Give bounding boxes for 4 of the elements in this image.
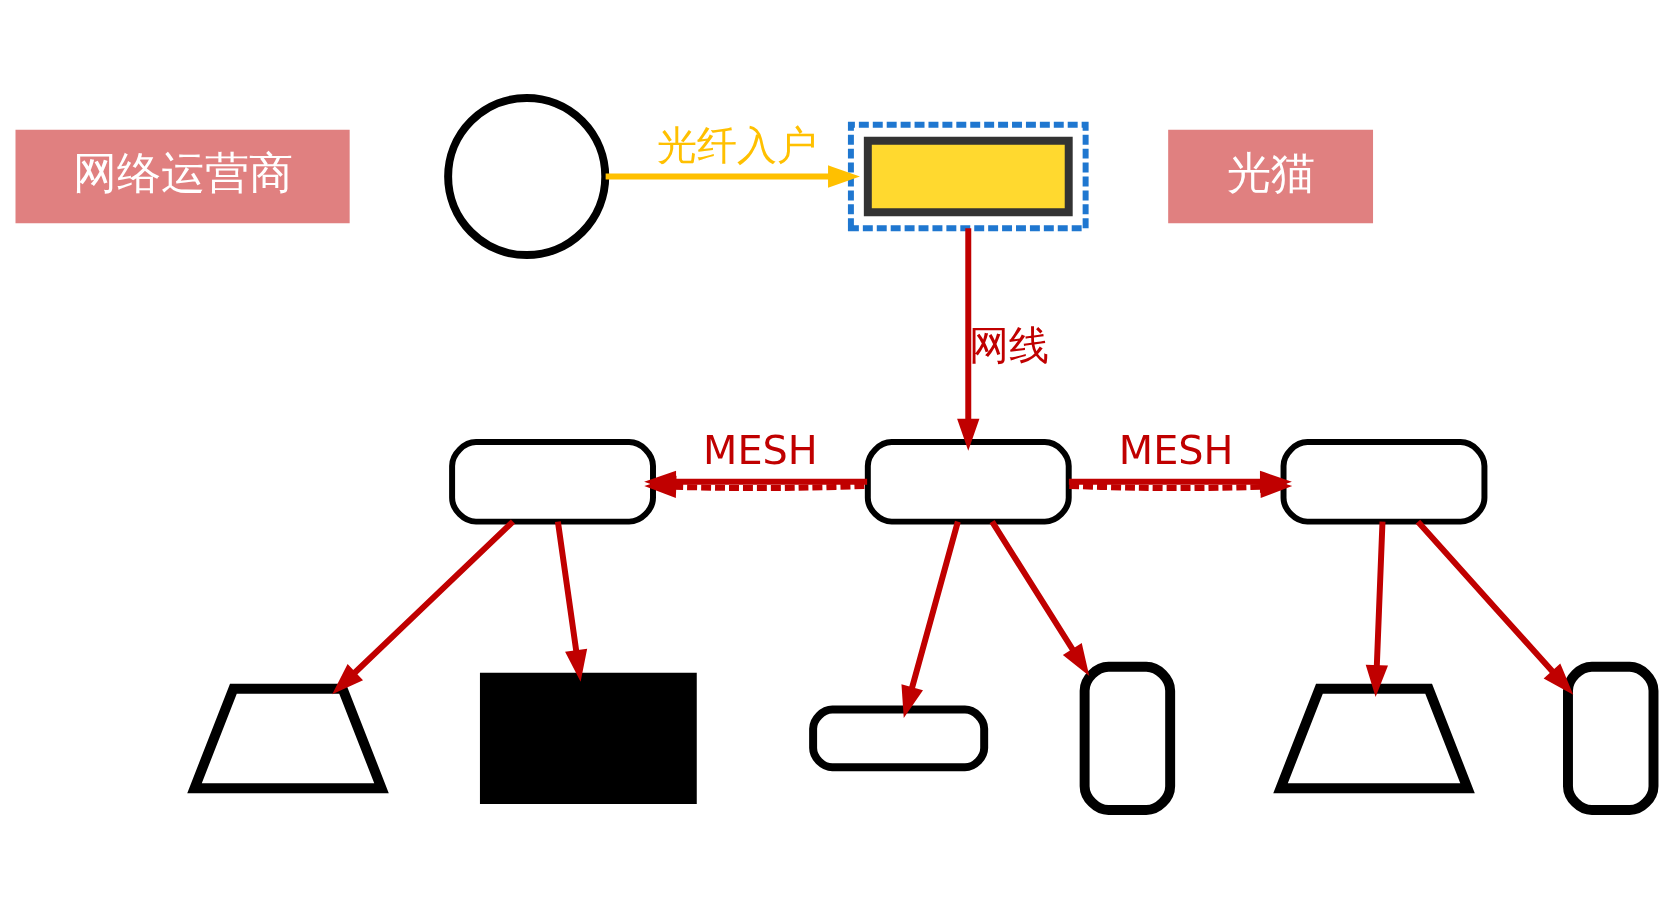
edge-label: MESH xyxy=(1118,426,1234,473)
edge-label: 网线 xyxy=(969,321,1050,368)
edge-label: 光纤入户 xyxy=(656,121,817,168)
edge-label: MESH xyxy=(703,426,818,473)
